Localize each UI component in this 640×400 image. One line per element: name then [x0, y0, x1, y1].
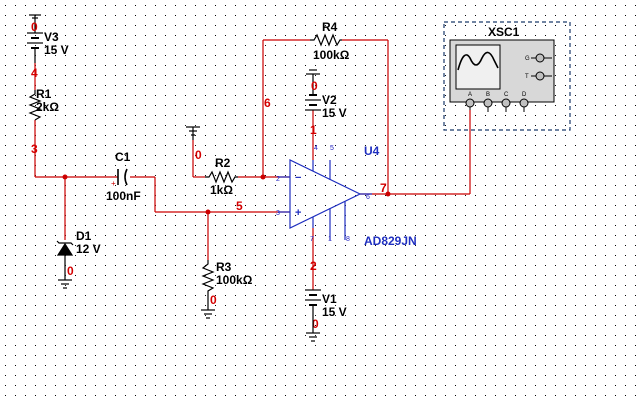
terminal-label: G — [525, 56, 530, 62]
v1-battery[interactable] — [305, 289, 321, 320]
net-label-0: 0 — [210, 293, 217, 307]
v1-ref: V1 — [322, 292, 337, 306]
u4-opamp[interactable] — [278, 159, 372, 240]
r1-resistor[interactable] — [28, 90, 42, 121]
v3-ref: V3 — [44, 30, 59, 44]
c1-value: 100nF — [106, 189, 141, 203]
scope-terminal-t[interactable]: T — [525, 71, 552, 81]
r2-resistor[interactable] — [205, 170, 238, 184]
pin-number: 4 — [314, 145, 318, 152]
net-label-3: 3 — [31, 142, 38, 156]
net-label-0: 0 — [312, 317, 319, 331]
v3-value: 15 V — [44, 43, 69, 57]
scope-waveform — [457, 51, 499, 71]
r3-ref: R3 — [216, 260, 232, 274]
junctions — [62, 174, 391, 215]
ground-symbol — [201, 294, 215, 319]
scope-terminal-c[interactable]: C — [501, 92, 511, 112]
terminal-label: T — [525, 74, 529, 80]
scope-terminal-b[interactable]: B — [483, 92, 493, 112]
junction-dot — [62, 174, 68, 180]
net-label-0: 0 — [195, 148, 202, 162]
net-label-0: 0 — [311, 79, 318, 93]
scope-terminal-g[interactable]: G — [525, 53, 552, 63]
xsc1-ref: XSC1 — [488, 25, 520, 39]
junction-dot — [260, 174, 266, 180]
terminal-label: B — [486, 92, 490, 98]
v2-ref: V2 — [322, 93, 337, 107]
terminal-label: C — [504, 92, 509, 98]
scope-terminal-a[interactable]: A — [465, 92, 475, 110]
d1-value: 12 V — [76, 242, 101, 256]
xsc1-selection-border — [443, 21, 571, 131]
scope-screen — [455, 44, 501, 90]
pin-number: 8 — [346, 236, 350, 243]
pin-number: 1 — [328, 236, 332, 243]
net-label-1: 1 — [310, 123, 317, 137]
r2-ref: R2 — [215, 156, 231, 170]
r3-resistor[interactable] — [201, 260, 215, 294]
v2-value: 15 V — [322, 106, 347, 120]
ground-symbol — [306, 320, 320, 342]
net-label-5: 5 — [236, 199, 243, 213]
terminal-label: A — [468, 92, 472, 98]
net-label-0: 0 — [67, 264, 74, 278]
r2-value: 1kΩ — [210, 183, 233, 197]
ground-symbol — [186, 126, 200, 140]
pin-number: 2 — [276, 176, 280, 183]
v1-value: 15 V — [322, 305, 347, 319]
d1-ref: D1 — [76, 229, 92, 243]
net-label-2: 2 — [310, 259, 317, 273]
net-label-0: 0 — [31, 20, 38, 34]
pin-number: 3 — [276, 210, 280, 217]
r3-value: 100kΩ — [216, 273, 253, 287]
u4-minus-sign: − — [295, 172, 301, 184]
r4-resistor[interactable] — [310, 33, 342, 47]
ground-symbol — [306, 69, 320, 90]
pin-number: 7 — [310, 236, 314, 243]
net-label-4: 4 — [31, 66, 38, 80]
net-label-7: 7 — [380, 181, 387, 195]
terminal-label: D — [522, 92, 527, 98]
c1-plus-sign: + — [111, 179, 116, 188]
v3-battery[interactable] — [27, 14, 43, 63]
c1-ref: C1 — [115, 150, 131, 164]
pin-number: 5 — [330, 145, 334, 152]
r4-ref: R4 — [322, 20, 338, 34]
d1-zener-diode[interactable] — [56, 240, 74, 265]
c1-capacitor[interactable] — [117, 168, 128, 186]
scope-terminal-d[interactable]: D — [519, 92, 529, 112]
junction-dot — [385, 191, 391, 197]
net-label-6: 6 — [264, 96, 271, 110]
u4-ref: U4 — [364, 144, 380, 158]
ground-symbol — [58, 265, 72, 289]
r4-value: 100kΩ — [313, 48, 350, 62]
junction-dot — [205, 209, 211, 215]
u4-plus-sign: + — [295, 207, 301, 219]
xsc1-oscilloscope[interactable] — [449, 39, 555, 103]
v2-battery[interactable] — [305, 90, 321, 111]
pin-number: 6 — [366, 194, 370, 201]
r1-ref: R1 — [36, 87, 52, 101]
r1-value: 2kΩ — [36, 100, 59, 114]
u4-part: AD829JN — [364, 234, 417, 248]
